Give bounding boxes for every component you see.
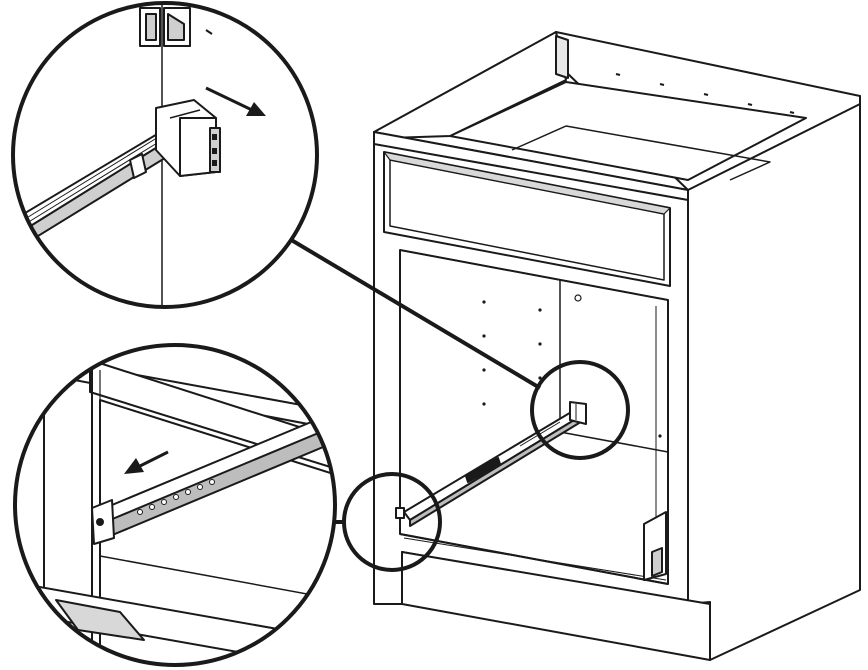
drawer-front bbox=[383, 151, 671, 287]
front-slide-mount bbox=[395, 507, 405, 519]
detail-callout-front-slide bbox=[13, 343, 337, 667]
far-side-slide bbox=[643, 511, 667, 581]
corner-bracket bbox=[555, 35, 569, 79]
cabinet-top-opening bbox=[449, 81, 807, 181]
rear-mounting-bracket bbox=[569, 401, 587, 425]
callout-target-rear bbox=[530, 360, 630, 460]
arrow-left-icon bbox=[124, 450, 169, 474]
callout-target-front bbox=[342, 472, 442, 572]
base-cabinet bbox=[373, 31, 861, 661]
cabinet-side-panel bbox=[687, 95, 861, 661]
detail-callout-rear-bracket bbox=[11, 1, 319, 309]
shelf-pin-holes bbox=[482, 294, 662, 438]
arrow-right-down-icon bbox=[205, 86, 266, 116]
